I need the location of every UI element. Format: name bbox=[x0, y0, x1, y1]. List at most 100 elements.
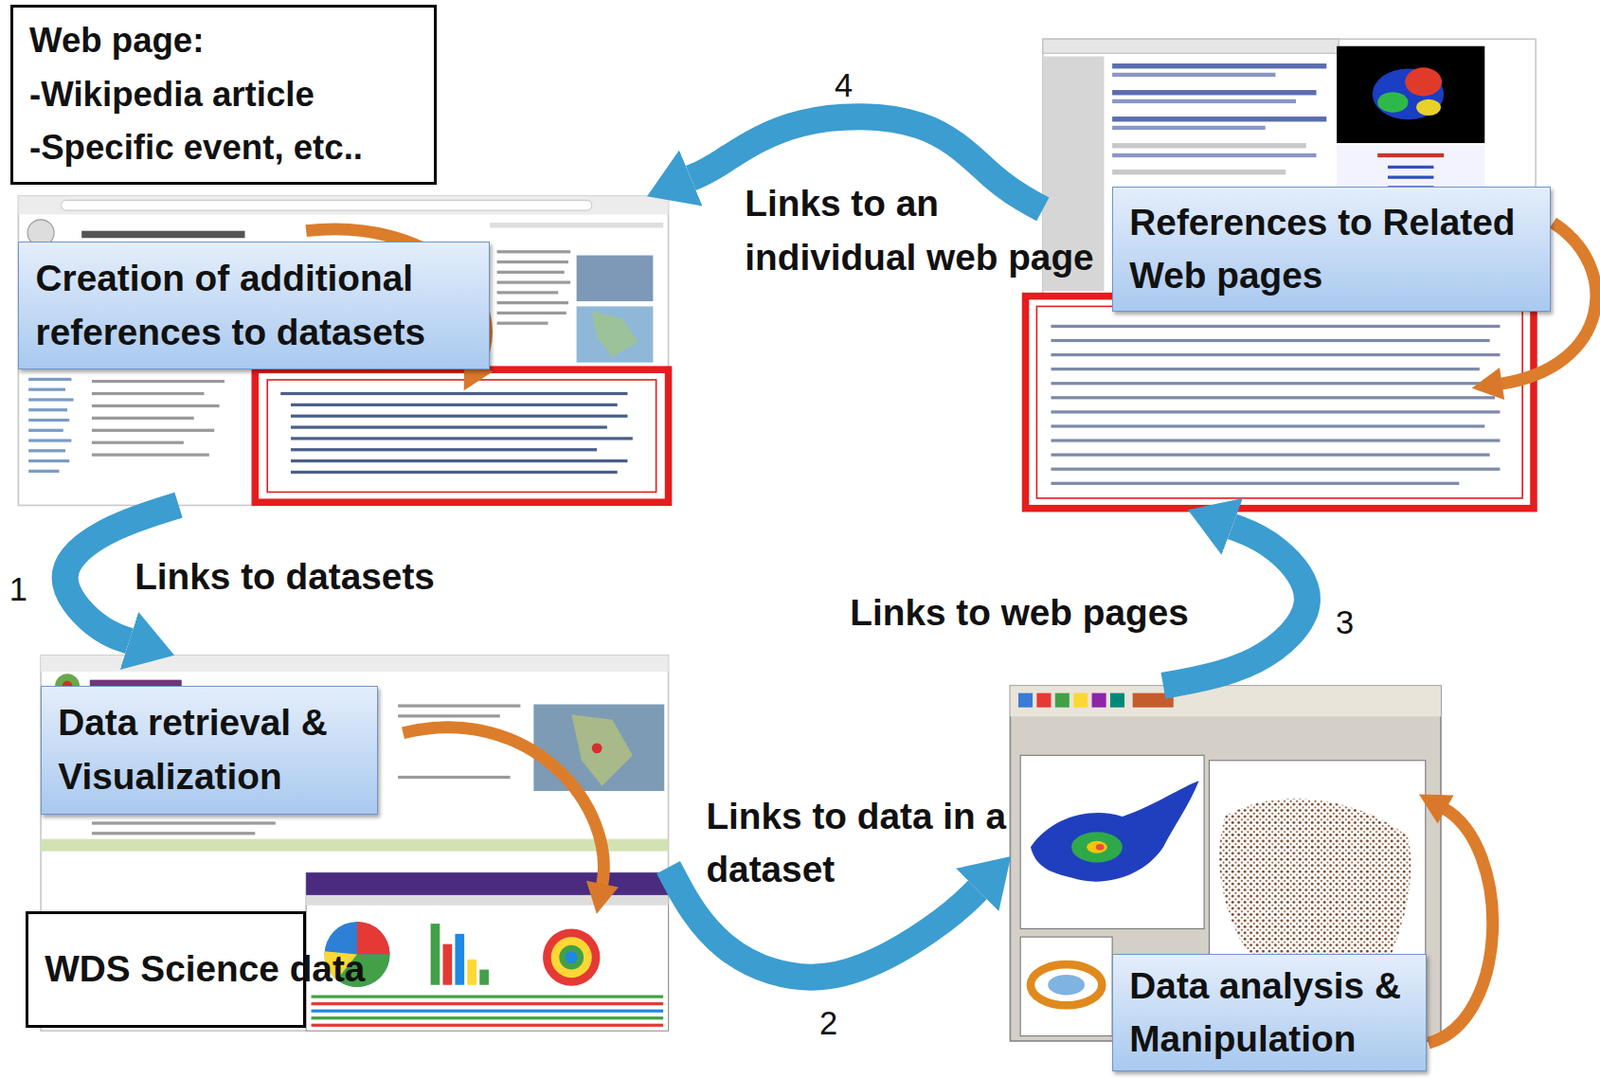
options-line bbox=[1387, 165, 1434, 169]
protein-blob bbox=[1377, 91, 1408, 113]
map-land bbox=[571, 714, 633, 786]
table-line bbox=[1112, 116, 1327, 122]
island-map bbox=[1030, 780, 1200, 881]
table-line bbox=[1112, 99, 1296, 104]
box-text: Web page: bbox=[29, 14, 418, 69]
highlight-inner-frame bbox=[267, 379, 656, 492]
tool-icon bbox=[1110, 693, 1125, 708]
reference-line bbox=[1050, 395, 1495, 399]
text-line bbox=[91, 453, 210, 457]
table-row bbox=[311, 1024, 665, 1027]
text-line bbox=[497, 250, 572, 253]
tool-icon bbox=[1073, 693, 1088, 708]
photo-thumbnail bbox=[576, 255, 654, 302]
reference-line bbox=[290, 425, 608, 429]
callout-number: 3 bbox=[1335, 602, 1354, 644]
box-text: -Wikipedia article bbox=[29, 68, 418, 123]
toolbar bbox=[1009, 685, 1441, 717]
map-hotspot bbox=[1096, 844, 1105, 850]
reference-line bbox=[290, 459, 628, 463]
reference-line bbox=[1050, 482, 1459, 486]
text-line bbox=[497, 322, 549, 325]
text-line bbox=[497, 301, 569, 305]
sidebar-line bbox=[28, 377, 72, 381]
title-line bbox=[81, 231, 245, 239]
label-anchor: Links to an individual web page bbox=[744, 177, 1106, 284]
box-text: WDS Science data bbox=[44, 942, 369, 996]
label-anchor: 3 bbox=[1335, 602, 1354, 644]
text-line bbox=[497, 280, 572, 284]
reference-line bbox=[1050, 353, 1500, 357]
table-row bbox=[311, 1016, 665, 1020]
sidebar-line bbox=[28, 449, 66, 452]
label-anchor: 2 bbox=[819, 1003, 838, 1044]
bar bbox=[431, 923, 441, 986]
surface-ring bbox=[1030, 964, 1102, 1006]
callout-number: 1 bbox=[9, 569, 28, 611]
edge-label: Links to an individual web page bbox=[744, 177, 1106, 284]
text-line bbox=[91, 392, 204, 396]
tool-icon bbox=[1018, 693, 1033, 708]
table-line bbox=[1112, 153, 1316, 158]
callout-number: 2 bbox=[819, 1003, 838, 1044]
highlight-frame bbox=[1025, 296, 1534, 509]
chart-toolbar bbox=[305, 895, 668, 906]
reference-line bbox=[1050, 324, 1500, 328]
tool-icon bbox=[1055, 693, 1070, 708]
protein-blob bbox=[1404, 67, 1442, 96]
reference-line bbox=[1050, 339, 1490, 342]
sidebar-line bbox=[28, 418, 70, 422]
edge-label: Links to web pages bbox=[849, 586, 1189, 640]
address-field bbox=[61, 199, 593, 211]
screenshot-frame bbox=[40, 655, 668, 1031]
highlight-frame bbox=[254, 369, 668, 503]
box-text: -Specific event, etc.. bbox=[29, 121, 418, 176]
references-panel: References to Related Web pages bbox=[1042, 38, 1536, 511]
reference-line bbox=[290, 403, 618, 407]
bar bbox=[467, 959, 477, 986]
sidebar-line bbox=[28, 397, 73, 401]
reference-line bbox=[290, 414, 628, 418]
sidebar-line bbox=[28, 459, 70, 463]
sidebar-line bbox=[28, 438, 72, 442]
sidebar-line bbox=[28, 429, 64, 432]
orange-arrow bbox=[402, 727, 604, 886]
text-line bbox=[497, 311, 567, 315]
browser-bar bbox=[17, 196, 668, 215]
label-anchor: 1 bbox=[9, 569, 28, 611]
label-anchor: Links to data in a dataset bbox=[705, 790, 1014, 897]
sidebar-line bbox=[28, 469, 59, 473]
map-marker bbox=[592, 742, 603, 754]
sidebar-line bbox=[28, 388, 66, 392]
protein-blob bbox=[1416, 99, 1441, 116]
options-line bbox=[1387, 176, 1434, 180]
label-anchor: 4 bbox=[834, 65, 853, 107]
map-hotspot bbox=[1086, 841, 1108, 854]
edge-label: Links to data in a dataset bbox=[705, 790, 1014, 897]
text-line bbox=[91, 831, 255, 835]
reference-line bbox=[280, 392, 628, 396]
section-bar bbox=[40, 839, 668, 852]
surface-view bbox=[1020, 936, 1113, 1036]
tool-icon bbox=[1036, 693, 1051, 708]
tool-icon bbox=[1092, 693, 1107, 708]
radial-ring bbox=[558, 945, 584, 971]
radial-ring bbox=[565, 951, 578, 964]
reference-line bbox=[290, 448, 597, 451]
map-image bbox=[533, 704, 665, 792]
text-line bbox=[397, 775, 510, 779]
text-line bbox=[91, 441, 184, 445]
label-anchor: Links to web pages bbox=[849, 586, 1189, 640]
callout-box: Data retrieval & Visualization bbox=[40, 685, 378, 815]
map-hotspot bbox=[1071, 831, 1123, 863]
table-line bbox=[1112, 143, 1307, 148]
table-row bbox=[311, 994, 665, 998]
chart-header bbox=[305, 872, 668, 896]
callout-box: Creation of additional references to dat… bbox=[17, 241, 490, 370]
wds-data-box: WDS Science data bbox=[25, 911, 306, 1028]
bar bbox=[454, 934, 465, 986]
text-line bbox=[91, 821, 276, 825]
label-anchor: Links to datasets bbox=[134, 550, 435, 604]
text-line bbox=[397, 714, 501, 718]
